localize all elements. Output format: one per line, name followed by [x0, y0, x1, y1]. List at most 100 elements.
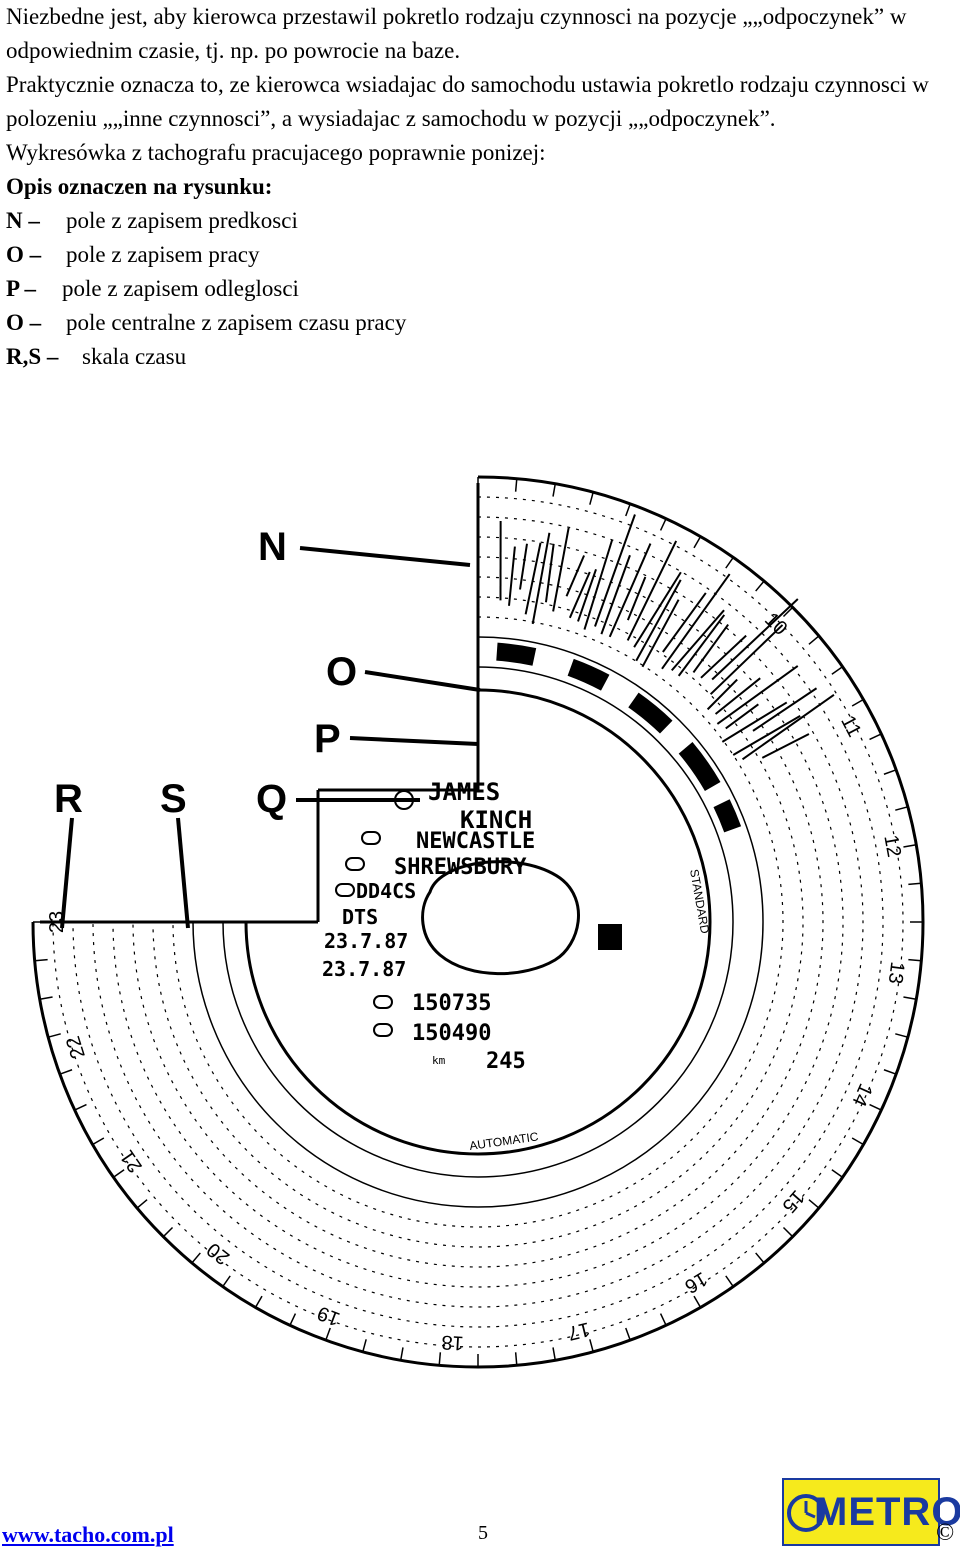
hour-number: 18	[441, 1331, 465, 1354]
speed-field-ring	[152, 596, 804, 1248]
speed-trace-line	[741, 693, 835, 761]
hour-number: 17	[565, 1317, 592, 1344]
handwriting-name-1: JAMES	[428, 778, 500, 806]
symbol-odometer-icon	[373, 1023, 393, 1037]
handwriting-reg-2: DTS	[342, 905, 378, 929]
speed-trace-line	[583, 539, 614, 630]
time-tick	[831, 666, 843, 675]
speed-field-ring	[92, 536, 864, 1308]
speed-trace-line	[524, 542, 542, 615]
speed-trace-line	[519, 543, 528, 590]
pointer-n	[299, 546, 471, 567]
label-q: Q	[256, 777, 287, 821]
time-tick	[39, 996, 53, 1001]
legend-key: O –	[6, 242, 42, 267]
legend-desc: pole z zapisem predkosci	[66, 208, 298, 233]
clock-icon	[787, 1494, 825, 1532]
speed-trace-line	[711, 598, 799, 681]
time-tick	[883, 1069, 897, 1075]
time-tick	[808, 1199, 820, 1209]
work-record-block	[713, 799, 742, 833]
time-tick	[552, 483, 557, 497]
time-tick	[34, 958, 48, 962]
symbol-place-icon	[361, 831, 381, 845]
speed-trace-line	[577, 568, 597, 622]
time-tick	[903, 996, 917, 1001]
speed-trace-line	[709, 624, 784, 695]
legend-key: P –	[6, 276, 37, 301]
legend-desc: pole centralne z zapisem czasu pracy	[66, 310, 407, 335]
legend-item-p: P – pole z zapisem odleglosci	[6, 272, 956, 306]
time-tick	[136, 1199, 148, 1209]
handwriting-odometer-start: 150735	[412, 991, 491, 1016]
metro-logo: METRO	[782, 1478, 960, 1546]
time-tick	[92, 1137, 105, 1146]
handwriting-reg-1: DD4CS	[356, 879, 416, 903]
time-tick	[895, 1033, 909, 1038]
km-label: km	[432, 1054, 446, 1067]
handwriting-name-2: KINCH	[460, 806, 532, 834]
time-tick	[851, 698, 864, 707]
center-hole	[421, 860, 580, 976]
speed-field-ring	[132, 576, 824, 1268]
handwriting-date-start: 23.7.87	[324, 929, 408, 953]
time-tick	[908, 882, 922, 886]
intro-paragraph-2: Praktycznie oznacza to, ze kierowca wsia…	[6, 72, 929, 131]
speed-trace-line	[752, 687, 818, 732]
copyright-symbol: ©	[936, 1520, 955, 1546]
time-tick	[514, 1352, 518, 1366]
time-tick	[659, 1313, 667, 1326]
speed-trace-line	[670, 609, 725, 672]
handwriting-distance: 245	[486, 1049, 526, 1074]
pointer-s	[176, 817, 190, 929]
speed-trace-line	[552, 527, 570, 612]
handwritten-entries: JAMES KINCH NEWCASTLE SHREWSBURY DD4CS D…	[322, 778, 535, 1074]
footer-url-link[interactable]: www.tacho.com.pl	[2, 1522, 174, 1547]
hour-number: 22	[62, 1033, 90, 1061]
time-tick	[162, 1226, 174, 1238]
time-tick	[908, 958, 922, 962]
speed-trace-line	[662, 592, 707, 653]
label-n: N	[258, 525, 287, 569]
speed-field-ring	[72, 516, 884, 1328]
speed-trace-line	[635, 579, 682, 662]
time-tick	[625, 503, 631, 517]
speed-trace-line	[725, 703, 759, 730]
hour-number: 11	[836, 712, 865, 741]
time-tick	[755, 580, 765, 592]
speed-trace-line	[692, 623, 729, 673]
time-tick	[589, 1339, 594, 1353]
speed-trace-line	[721, 701, 788, 743]
time-tick	[869, 1103, 882, 1111]
time-tick	[782, 1226, 794, 1238]
time-tick	[725, 1275, 734, 1287]
time-tick	[362, 1339, 367, 1353]
legend-desc: skala czasu	[82, 344, 187, 369]
label-s: S	[160, 777, 187, 821]
speed-trace-line	[626, 576, 647, 621]
speed-trace-line	[633, 571, 682, 648]
page-number: 5	[478, 1522, 488, 1544]
symbol-odometer-icon	[373, 995, 393, 1009]
time-tick	[725, 557, 734, 569]
entry-symbols	[335, 790, 414, 1037]
time-tick	[191, 1252, 201, 1264]
time-tick	[808, 635, 820, 645]
work-record-block	[567, 658, 610, 691]
time-tick	[831, 1169, 843, 1178]
handwriting-date-end: 23.7.87	[322, 957, 406, 981]
legend-item-n: N – pole z zapisem predkosci	[6, 204, 956, 238]
time-tick	[755, 1252, 765, 1264]
speed-trace-line	[626, 540, 678, 641]
intro-paragraph-1: Niezbedne jest, aby kierowca przestawil …	[6, 4, 907, 63]
legend-key: O –	[6, 310, 42, 335]
work-record-block	[496, 642, 537, 666]
speed-trace-line	[641, 599, 680, 668]
time-tick	[883, 769, 897, 775]
speed-trace-line	[608, 543, 652, 638]
work-record-block	[678, 742, 721, 791]
symbol-place-icon	[345, 857, 365, 871]
time-tick	[782, 606, 794, 618]
speed-trace-line	[544, 543, 555, 603]
